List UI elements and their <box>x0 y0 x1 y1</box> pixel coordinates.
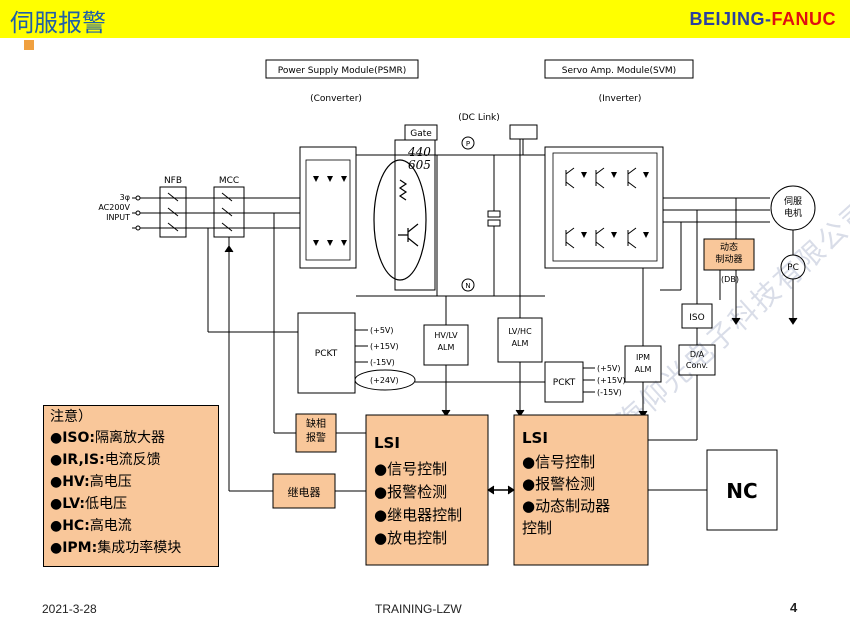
db-box <box>703 238 755 271</box>
note-abbr: ●HV: <box>50 474 90 490</box>
note-item: ●HV:高电压 <box>50 471 212 493</box>
note-abbr: ●HC: <box>50 518 90 534</box>
note-abbr: ●IPM: <box>50 540 98 556</box>
current-sense-box <box>509 124 538 140</box>
n-node <box>461 278 475 292</box>
lsi1-title: LSI <box>374 434 400 452</box>
note-item: ●LV:低电压 <box>50 493 212 515</box>
page-number: 4 <box>790 600 798 615</box>
da-label: D/A Conv. <box>685 350 709 370</box>
lsi-box-1 <box>365 414 489 566</box>
lsi1-item-2: ●继电器控制 <box>374 506 462 524</box>
handwritten-note: 440 605 <box>408 145 431 172</box>
input-lines <box>132 195 300 231</box>
lsi2-title: LSI <box>522 429 548 447</box>
iso-label: ISO <box>689 313 704 323</box>
lsi2-item-0: ●信号控制 <box>522 453 595 471</box>
svm-label-box <box>544 59 694 79</box>
note-abbr: ●LV: <box>50 496 86 512</box>
nfb-label: NFB <box>164 176 182 186</box>
volt2-2: (-15V) <box>597 388 622 397</box>
n-node-label: N <box>465 282 470 290</box>
relay-box <box>272 473 336 509</box>
inverter-block <box>544 146 664 269</box>
note-desc: 低电压 <box>85 496 128 512</box>
p-node-label: P <box>466 140 470 148</box>
brand-part1: BEIJING- <box>689 9 772 29</box>
volt2-1: (+15V) <box>597 376 626 385</box>
inverter-igbts <box>565 167 637 249</box>
inverter-label: (Inverter) <box>599 94 642 104</box>
volt2-0: (+5V) <box>597 364 621 373</box>
pckt1-box <box>297 312 356 394</box>
volt1-3: (+24V) <box>370 376 399 385</box>
accent-square <box>24 40 34 50</box>
lsi1-item-1: ●报警检测 <box>374 483 447 501</box>
note-desc: 高电流 <box>89 518 132 534</box>
lsi2-item-1: ●报警检测 <box>522 475 595 493</box>
brand-part2: FANUC <box>771 9 836 29</box>
note-desc: 隔离放大器 <box>95 430 166 446</box>
ipm-alm-label: IPM ALM <box>634 353 652 374</box>
phase-alarm-label: 缺相 报警 <box>306 419 326 444</box>
mcc-box <box>213 186 245 238</box>
note-item: ●IR,IS:电流反馈 <box>50 449 212 471</box>
gate-box <box>404 124 438 141</box>
pckt1-label: PCKT <box>315 349 338 359</box>
p-node <box>461 136 475 150</box>
volt1-0: (+5V) <box>370 326 394 335</box>
slide-title: 伺服报警 <box>10 9 106 37</box>
gate-label: Gate <box>410 129 432 139</box>
note-item: ●HC:高电流 <box>50 515 212 537</box>
converter-block <box>299 146 357 269</box>
footer-date: 2021-3-28 <box>42 602 97 616</box>
relay-label: 继电器 <box>288 486 321 499</box>
pc-label: PC <box>787 263 799 273</box>
lsi1-item-3: ●放电控制 <box>374 529 447 547</box>
psmr-label-box <box>265 59 419 79</box>
lvhc-alm-label: LV/HC ALM <box>508 327 532 348</box>
lsi2-item-2: ●动态制动器 <box>522 497 610 515</box>
notes-panel: 注意） ●ISO:隔离放大器 ●IR,IS:电流反馈 ●HV:高电压 ●LV:低… <box>43 405 219 567</box>
note-desc: 高电压 <box>89 474 132 490</box>
volt1-1: (+15V) <box>370 342 399 351</box>
note-item: ●ISO:隔离放大器 <box>50 427 212 449</box>
notes-title: 注意） <box>50 409 92 425</box>
converter-diodes <box>313 176 347 246</box>
brand-logo: BEIJING-FANUC <box>689 9 836 30</box>
note-desc: 电流反馈 <box>104 452 161 468</box>
pckt2-label: PCKT <box>553 378 576 388</box>
lsi2-item-3: 控制 <box>522 519 552 537</box>
note-desc: 集成功率模块 <box>97 540 182 556</box>
converter-label: (Converter) <box>310 94 362 104</box>
dc-link-label: (DC Link) <box>458 113 500 123</box>
db-box-label: 动态 制动器 <box>715 243 743 265</box>
footer-center: TRAINING-LZW <box>375 602 462 616</box>
nfb-box <box>159 186 187 238</box>
motor-label: 伺服 电机 <box>783 197 802 219</box>
volt1-2: (-15V) <box>370 358 395 367</box>
lsi-box-2 <box>513 414 649 566</box>
note-abbr: ●IR,IS: <box>50 452 105 468</box>
nc-label: NC <box>726 479 757 503</box>
psmr-label: Power Supply Module(PSMR) <box>278 66 407 76</box>
title-bar <box>0 0 850 38</box>
svm-label: Servo Amp. Module(SVM) <box>562 66 676 76</box>
lsi1-item-0: ●信号控制 <box>374 460 447 478</box>
note-item: ●IPM:集成功率模块 <box>50 537 212 559</box>
input-label: 3φ AC200V INPUT <box>98 193 130 222</box>
note-abbr: ●ISO: <box>50 430 96 446</box>
mcc-label: MCC <box>219 176 239 186</box>
db-label: (DB) <box>721 275 739 284</box>
hvlv-alm-label: HV/LV ALM <box>434 331 458 352</box>
